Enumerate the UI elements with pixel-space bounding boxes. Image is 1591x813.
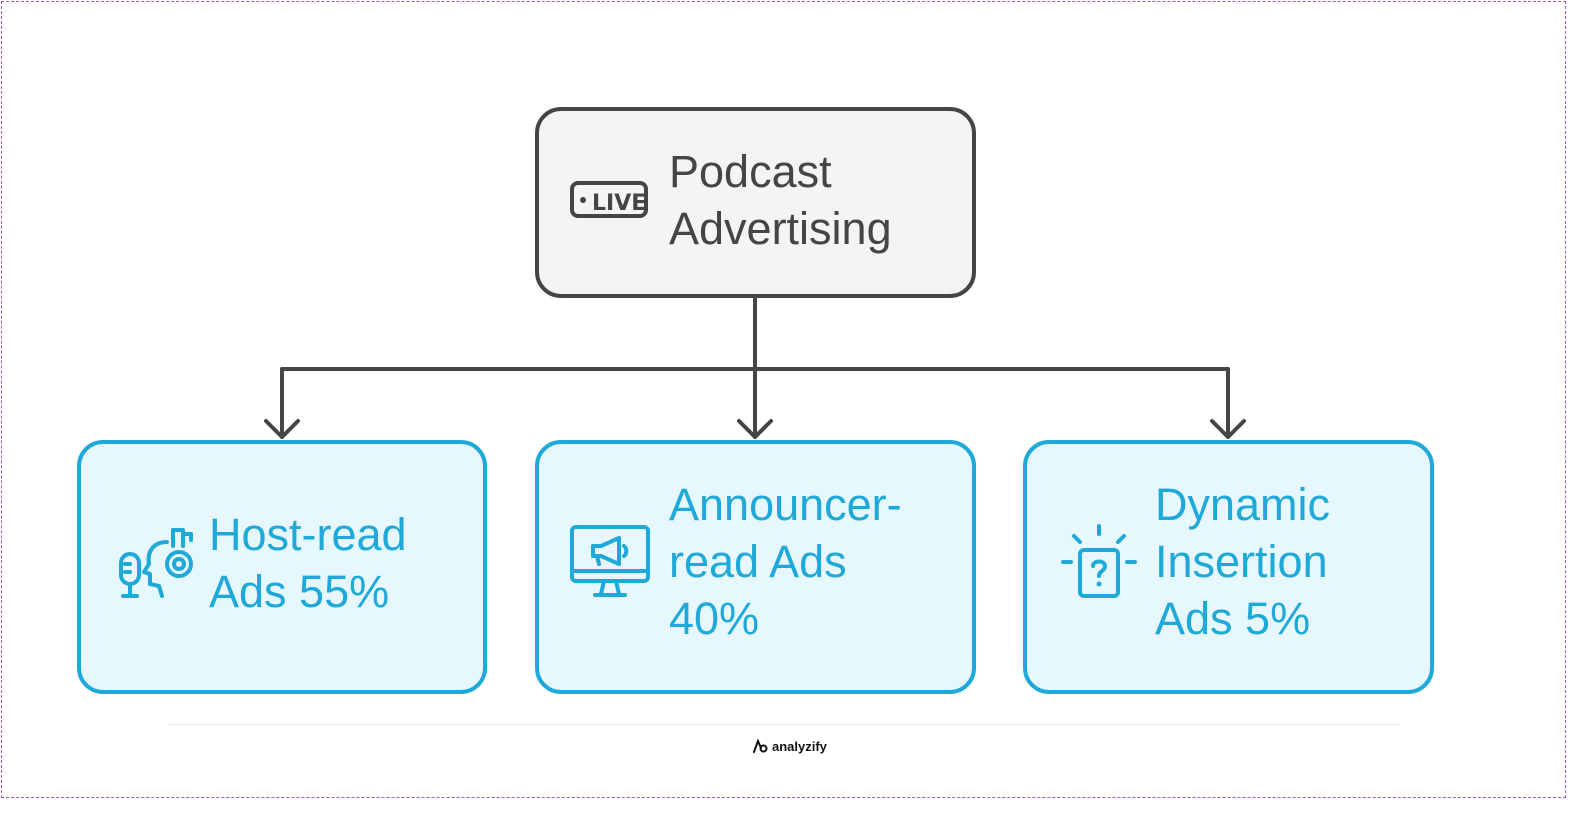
arrowhead-2 [737, 419, 773, 439]
child-label-dynamic-insertion: Dynamic Insertion Ads 5% [1155, 479, 1331, 644]
monitor-megaphone-icon [570, 525, 650, 597]
child-node-announcer-read: Announcer- read Ads 40% [535, 440, 976, 694]
live-badge-icon: LIVE [570, 181, 648, 218]
child-label-announcer-read: Announcer- read Ads 40% [669, 479, 902, 644]
root-label: Podcast Advertising [669, 146, 892, 254]
arrowhead-3 [1210, 419, 1246, 439]
analyzify-logo-icon [753, 739, 768, 753]
footer-brand-text: analyzify [772, 738, 827, 754]
child-node-host-read: Host-read Ads 55% [77, 440, 487, 694]
question-alert-icon [1061, 524, 1137, 598]
host-microphone-headset-icon [119, 528, 193, 598]
arrowhead-1 [264, 419, 300, 439]
child-label-host-read: Host-read Ads 55% [209, 509, 407, 617]
footer-divider [168, 724, 1400, 725]
footer-brand: analyzify [752, 736, 827, 756]
canvas-frame [1, 1, 1566, 798]
root-node: LIVE Podcast Advertising [535, 107, 976, 298]
child-node-dynamic-insertion: Dynamic Insertion Ads 5% [1023, 440, 1434, 694]
svg-text:LIVE: LIVE [592, 191, 646, 216]
